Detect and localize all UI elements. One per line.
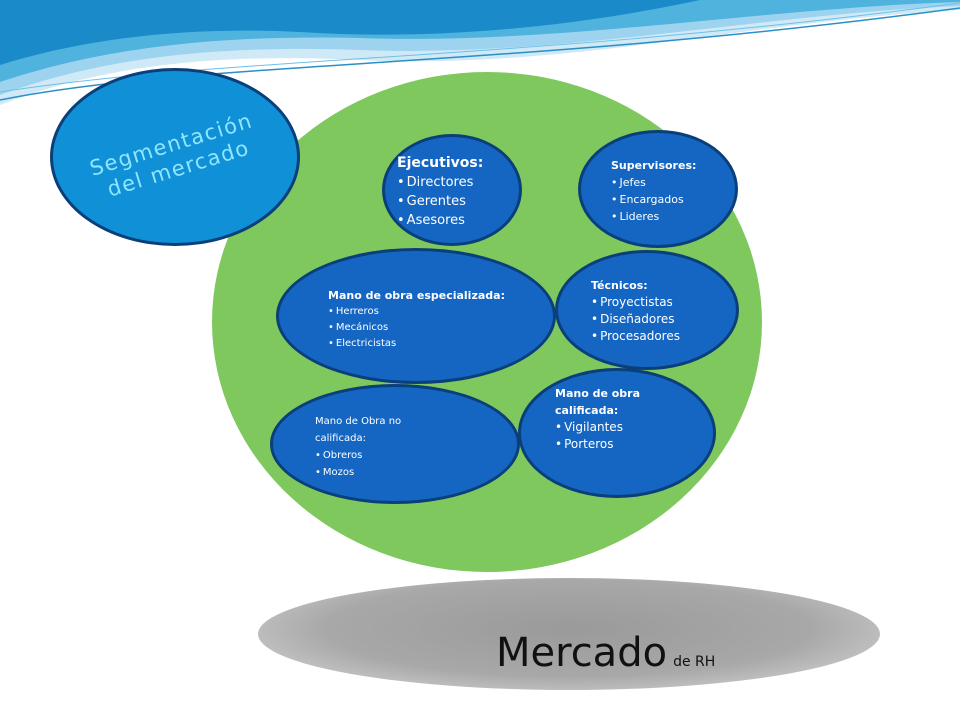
list-item: Proyectistas [591,294,680,311]
tecnicos-title: Técnicos: [591,279,648,292]
list-item: Procesadores [591,328,680,345]
wave-decoration [0,0,960,105]
ejecutivos-title: Ejecutivos: [397,155,484,171]
mercado-title: Mercado de RH [496,630,715,676]
list-item: Vigilantes [555,419,640,436]
calificada-bubble: Mano de obra calificada: Vigilantes Port… [518,368,716,498]
mercado-main: Mercado [496,630,668,676]
list-item: Directores [397,173,483,192]
list-item: Encargados [611,191,696,208]
no-calificada-bubble: Mano de Obra no calificada: Obreros Mozo… [270,384,520,504]
list-item: Obreros [315,447,401,464]
supervisores-title: Supervisores: [611,159,697,172]
no-calificada-title-line1: Mano de Obra no [315,416,402,427]
list-item: Porteros [555,436,640,453]
list-item: Jefes [611,174,696,191]
mercado-sub: de RH [673,654,716,670]
list-item: Diseñadores [591,311,680,328]
list-item: Gerentes [397,192,483,211]
especializada-title: Mano de obra especializada: [328,289,505,302]
list-item: Lideres [611,208,696,225]
market-shadow-ellipse [258,578,880,690]
no-calificada-title-line2: calificada: [315,433,366,444]
supervisores-bubble: Supervisores: Jefes Encargados Lideres [578,130,738,248]
calificada-title-line2: calificada: [555,404,619,417]
list-item: Herreros [328,304,505,320]
list-item: Mecánicos [328,320,505,336]
list-item: Electricistas [328,336,505,352]
list-item: Asesores [397,211,483,230]
calificada-title-line1: Mano de obra [555,387,641,400]
tecnicos-bubble: Técnicos: Proyectistas Diseñadores Proce… [555,250,739,370]
ejecutivos-bubble: Ejecutivos: Directores Gerentes Asesores [382,134,522,246]
especializada-bubble: Mano de obra especializada: Herreros Mec… [276,248,556,384]
list-item: Mozos [315,464,401,481]
